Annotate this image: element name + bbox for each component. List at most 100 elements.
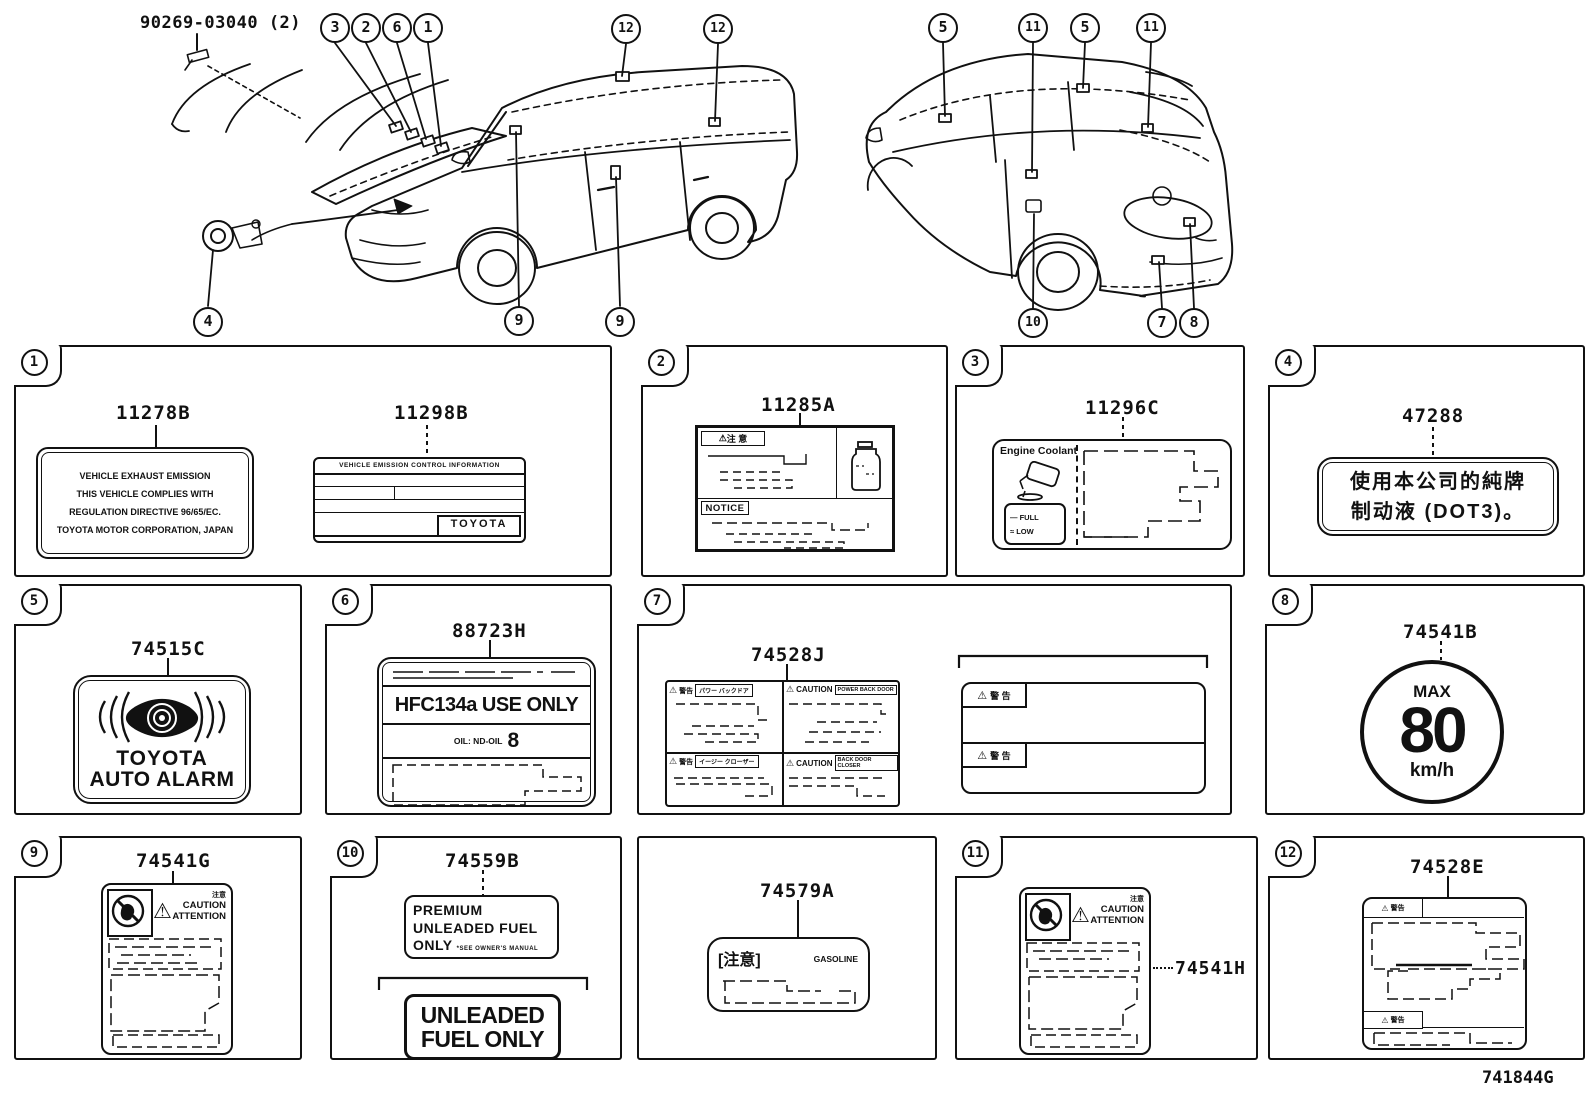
panel-8-tab[interactable]: 8 [1264,583,1313,626]
part-code-88723H[interactable]: 88723H [452,620,527,642]
part-code-74528J[interactable]: 74528J [751,644,826,666]
notice-jp-text: [注意] [718,952,761,969]
leader [482,870,484,895]
max-speed-label: MAX 80 km/h [1360,660,1504,804]
panel-10-tab[interactable]: 10 [329,835,378,878]
panel-9-tab[interactable]: 9 [13,835,62,878]
speed-value: 80 [1399,694,1467,767]
callout-12b[interactable]: 12 [703,14,733,44]
callout-9a[interactable]: 9 [504,306,534,336]
unleaded-line: UNLEADED [420,1001,545,1028]
label-header: VEHICLE EMISSION CONTROL INFORMATION [315,459,524,475]
clip-part-number[interactable]: 90269-03040 (2) [140,13,302,33]
warning-triangle-icon: ⚠ [1071,904,1090,927]
callout-9b[interactable]: 9 [605,307,635,337]
caution-en: CAUTION [1100,904,1144,915]
callout-6[interactable]: 6 [382,13,412,43]
part-code-47288[interactable]: 47288 [1402,405,1465,427]
premium-fuel-label: PREMIUM UNLEADED FUEL ONLY *SEE OWNER'S … [404,895,559,959]
part-code-11285A[interactable]: 11285A [761,394,836,416]
notice-badge: NOTICE [701,501,749,515]
panel-12-tab[interactable]: 12 [1267,835,1316,878]
callout-3[interactable]: 3 [320,13,350,43]
left-van-illustration [171,33,799,307]
warning-triangle-icon: ⚠ [977,749,988,762]
alarm-brand-text: TOYOTA [116,746,208,770]
part-code-74541H[interactable]: 74541H [1175,958,1247,979]
leader [797,900,799,937]
leader [426,425,428,455]
callout-7[interactable]: 7 [1147,308,1177,338]
part-code-11298B[interactable]: 11298B [394,402,469,424]
callout-5b[interactable]: 5 [1070,13,1100,43]
greeked-text [676,703,772,743]
callout-1[interactable]: 1 [413,13,443,43]
panel-5-tab[interactable]: 5 [13,583,62,626]
callout-4[interactable]: 4 [193,307,223,337]
panel-6-tab[interactable]: 6 [324,583,373,626]
panel-11-tab[interactable]: 11 [954,835,1003,878]
see-manual-note: *SEE OWNER'S MANUAL [456,946,539,952]
label-line: TOYOTA MOTOR CORPORATION, JAPAN [56,525,234,535]
leader-lines-right [942,42,1195,309]
callout-10[interactable]: 10 [1018,308,1048,338]
speed-unit: km/h [1409,759,1455,781]
part-code-74559B[interactable]: 74559B [445,850,520,872]
pouring-jug-icon [1017,461,1060,501]
panel-2-tab[interactable]: 2 [640,344,689,387]
warning-triangle-icon: ⚠ [1381,1015,1389,1025]
panel-7: 7 74528J ⚠ 警告 パワー バックドア ⚠ CAUTION POWER … [636,583,1232,815]
panel-9: 9 74541G ⚠ 注意 CAUTION ATTENTION [13,835,302,1060]
leader [1440,641,1442,660]
power-back-door-jp: パワー バックドア [695,684,753,697]
part-bracket [377,976,589,990]
panel-1-tab[interactable]: 1 [13,344,62,387]
callout-12a[interactable]: 12 [611,14,641,44]
callout-5a[interactable]: 5 [928,13,958,43]
panel-3-tab[interactable]: 3 [954,344,1003,387]
panel-8: 8 74541B MAX 80 km/h [1264,583,1585,815]
greeked-text [674,777,773,797]
panel-7-tab[interactable]: 7 [636,583,685,626]
callout-2[interactable]: 2 [351,13,381,43]
gasoline-text: GASOLINE [813,954,858,964]
closer-jp: イージー クローザー [695,755,759,768]
label-line-cn: 使用本公司的純牌 [1350,470,1526,493]
premium-line: PREMIUM [413,902,483,918]
part-code-74541B[interactable]: 74541B [1403,621,1478,643]
warning-table-label: ⚠ 警 告 ⚠ 警 告 [961,682,1206,794]
leader [167,658,169,675]
caution-badge: ⚠ 注 意 [701,431,765,446]
panel-4-tab[interactable]: 4 [1267,344,1316,387]
max-text: MAX [1413,682,1451,702]
greeked-text [708,454,807,489]
greeked-text [108,938,222,1048]
warning-triangle-icon: ⚠ [1381,903,1389,913]
clip-part-icon [186,48,210,64]
part-code-11296C[interactable]: 11296C [1085,397,1160,419]
hfc134a-text: HFC134a USE ONLY [383,687,590,725]
caution-fr: ATTENTION [1090,915,1144,926]
greeked-text [1026,942,1140,1048]
label-line-cn: 制动液 (DOT3)。 [1350,500,1526,523]
unleaded-line: FUEL ONLY [420,1026,545,1052]
alarm-product-text: AUTO ALARM [89,767,235,791]
callout-11b[interactable]: 11 [1136,13,1166,43]
caution-en-text: CAUTION [796,758,833,768]
leader [489,640,491,657]
hand-caution-label: ⚠ 注意 CAUTION ATTENTION [1019,887,1151,1055]
part-code-74579A[interactable]: 74579A [760,880,835,902]
leader [172,871,174,883]
panel-1: 1 11278B VEHICLE EXHAUST EMISSION THIS V… [13,344,612,577]
low-mark: ≈ [1010,527,1015,537]
part-code-74528E[interactable]: 74528E [1410,856,1485,878]
part-code-74515C[interactable]: 74515C [131,638,206,660]
leader [1122,417,1124,439]
part-code-74541G[interactable]: 74541G [136,850,211,872]
auto-alarm-label: TOYOTA AUTO ALARM [73,675,251,804]
callout-11a[interactable]: 11 [1018,13,1048,43]
callout-8[interactable]: 8 [1179,308,1209,338]
caution-jp: 注意 [212,892,226,899]
part-code-11278B[interactable]: 11278B [116,402,191,424]
